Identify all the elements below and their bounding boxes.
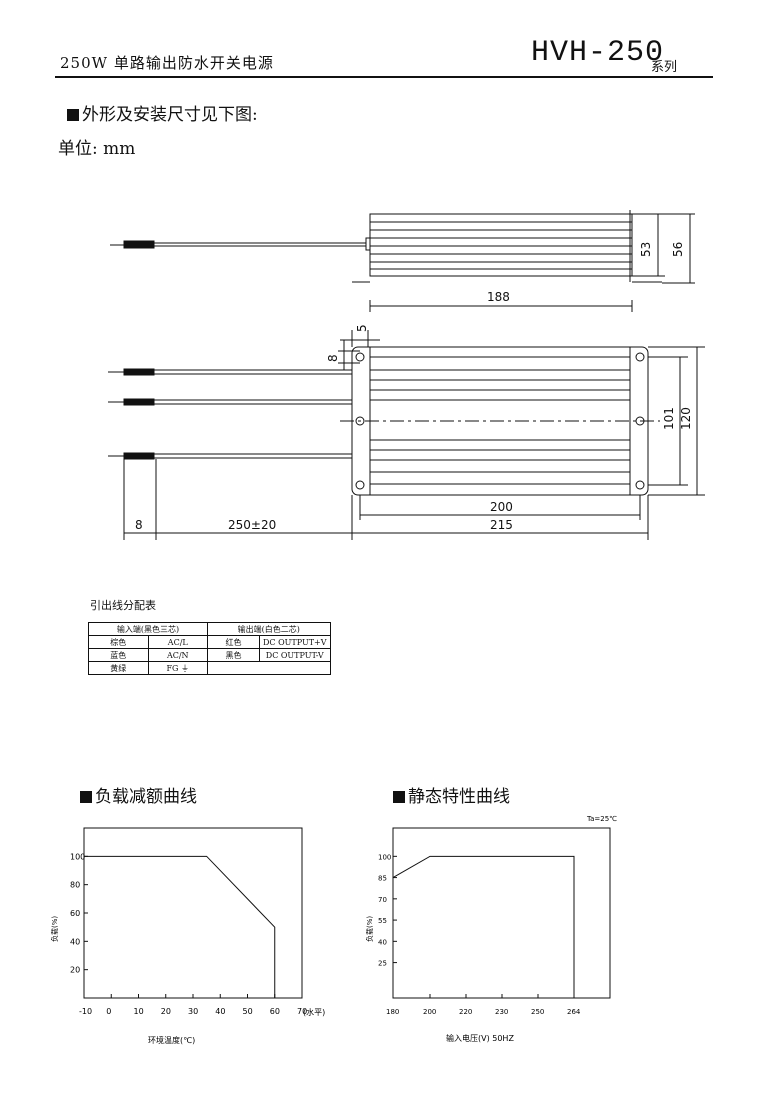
x-tick-label: 30: [188, 1007, 198, 1016]
dim-53: 53: [639, 242, 653, 257]
x-tick-label: 220: [459, 1008, 472, 1016]
x-tick-label: 40: [215, 1007, 225, 1016]
x-tick-label: 0: [106, 1007, 111, 1016]
static-ylabel: 负载(%): [365, 916, 374, 942]
charts-svg: -10 0 10 20 30 40 50 60 70 20 40 60 80 100 负载(%) 环境温度…: [50, 815, 617, 1045]
y-tick-label: 20: [70, 966, 80, 975]
wire-table-title: 引出线分配表: [90, 599, 156, 612]
static-xlabel: 输入电压(V) 50HZ: [446, 1033, 514, 1043]
dim-101: 101: [662, 407, 676, 430]
unit-label: 单位: mm: [58, 139, 136, 159]
dim-120: 120: [679, 407, 693, 430]
static-plot-frame: [392, 827, 611, 999]
x-tick-label: 250: [531, 1008, 544, 1016]
x-tick-label: 50: [243, 1007, 253, 1016]
x-tick-label: 264: [567, 1008, 581, 1016]
header-model: HVH-250: [531, 36, 665, 70]
y-tick-label: 40: [378, 938, 387, 946]
derating-series-line: [84, 855, 276, 998]
static-series-line: [392, 855, 575, 998]
dim-250: 250±20: [228, 518, 276, 532]
dim-8-strip: 8: [135, 518, 143, 532]
x-tick-label: 20: [161, 1007, 171, 1016]
derating-chart: -10 0 10 20 30 40 50 60 70 20 40 60 80 100 负载(%) 环境温度…: [50, 827, 325, 1045]
y-tick-label: 60: [70, 909, 80, 918]
header-series: 系列: [651, 60, 678, 75]
dims-section-title: 外形及安装尺寸见下图:: [67, 100, 258, 125]
y-tick-label: 80: [70, 881, 80, 890]
y-tick-label: 25: [378, 960, 387, 968]
table-row: 黄绿 FG ⏚: [88, 661, 331, 675]
table-header-output: 输出端(白色二芯): [207, 622, 331, 636]
static-chart: 180 200 220 230 250 264 25 40 55 70 85 100 负载(%) 输入…: [365, 815, 617, 1043]
dim-215: 215: [490, 518, 513, 532]
table-row: 蓝色 AC/N 黑色 DC OUTPUT-V: [88, 648, 331, 662]
dim-56: 56: [671, 242, 685, 257]
x-tick-label: 200: [423, 1008, 436, 1016]
derating-x-unit: (水平): [303, 1007, 325, 1017]
wire-table: 输入端(黑色三芯) 输出端(白色二芯) 棕色 AC/L 红色 DC OUTPUT…: [88, 622, 331, 675]
derating-ylabel: 负载(%): [50, 916, 59, 942]
x-tick-label: 60: [270, 1007, 280, 1016]
dim-5: 5: [355, 324, 369, 332]
y-tick-label: 100: [70, 852, 85, 861]
derating-chart-title: 负载减额曲线: [80, 782, 197, 807]
x-tick-label: 10: [134, 1007, 144, 1016]
static-note: Ta=25℃: [586, 815, 617, 823]
table-header-input: 输入端(黑色三芯): [88, 622, 208, 636]
y-tick-label: 85: [378, 875, 387, 883]
dim-200: 200: [490, 500, 513, 514]
dim-188: 188: [487, 290, 510, 304]
square-bullet-icon: [80, 791, 92, 803]
header-left-title: 250W 单路输出防水开关电源: [60, 54, 274, 72]
derating-xlabel: 环境温度(℃): [148, 1035, 195, 1045]
header-rule: [55, 76, 713, 78]
square-bullet-icon: [67, 109, 79, 121]
dimension-drawing: 188 53 56 5 8 101 120 200 215 8 250±20: [108, 210, 705, 540]
table-row: 棕色 AC/L 红色 DC OUTPUT+V: [88, 635, 331, 649]
square-bullet-icon: [393, 791, 405, 803]
x-tick-label: 70: [297, 1007, 307, 1016]
y-tick-label: 55: [378, 917, 387, 925]
table-row: 输入端(黑色三芯) 输出端(白色二芯): [88, 622, 331, 636]
derating-plot-frame: [83, 827, 303, 999]
side-view-body: [369, 213, 633, 277]
y-tick-label: 100: [378, 853, 391, 861]
x-tick-label: 230: [495, 1008, 508, 1016]
dim-8-top: 8: [326, 354, 340, 362]
static-chart-title: 静态特性曲线: [393, 782, 510, 807]
y-tick-label: 70: [378, 896, 387, 904]
x-tick-label: 180: [386, 1008, 399, 1016]
x-tick-label: -10: [79, 1007, 92, 1016]
y-tick-label: 40: [70, 937, 80, 946]
